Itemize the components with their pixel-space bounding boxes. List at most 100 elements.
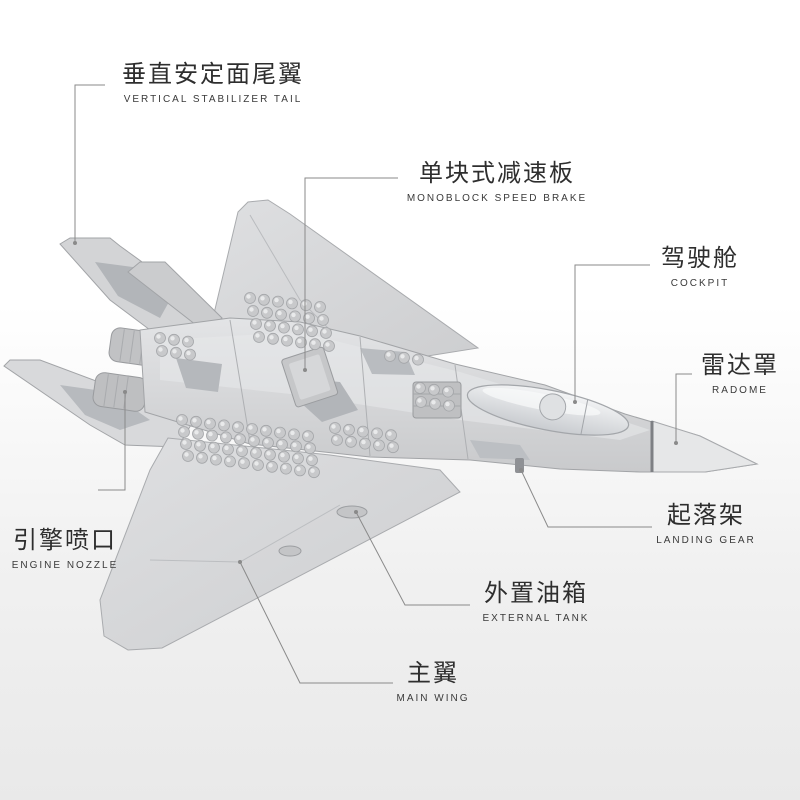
stud-highlight bbox=[431, 400, 436, 405]
stud-highlight bbox=[389, 443, 394, 448]
stud-highlight bbox=[182, 440, 187, 445]
callout-label-zh: 外置油箱 bbox=[484, 579, 588, 607]
stud-highlight bbox=[226, 457, 231, 463]
stud-highlight bbox=[238, 447, 243, 452]
stud-highlight bbox=[304, 432, 309, 437]
stud-highlight bbox=[311, 340, 316, 345]
leader-line-speed-brake bbox=[304, 177, 398, 370]
callout-label-en: EXTERNAL TANK bbox=[482, 613, 590, 624]
callout-label-zh: 引擎喷口 bbox=[13, 526, 117, 554]
stud-highlight bbox=[212, 455, 217, 461]
callout-speed-brake: 单块式减速板 MONOBLOCK SPEED BRAKE bbox=[377, 159, 617, 206]
stud-highlight bbox=[158, 347, 163, 352]
stud-highlight bbox=[252, 320, 257, 325]
vertical-stabilizer-inner bbox=[127, 261, 223, 333]
panel-line bbox=[229, 319, 251, 443]
stud-highlight bbox=[400, 354, 405, 359]
stud-highlight bbox=[184, 337, 189, 343]
stud-highlight bbox=[306, 444, 311, 449]
callout-label-zh: 主翼 bbox=[407, 659, 459, 687]
stud-highlight bbox=[430, 386, 435, 391]
callout-label-zh: 垂直安定面尾翼 bbox=[122, 60, 304, 88]
stud-highlight bbox=[269, 335, 274, 340]
stud-highlight bbox=[220, 421, 225, 427]
stud-highlight bbox=[276, 428, 281, 434]
stud-highlight bbox=[249, 307, 254, 312]
stud-highlight bbox=[172, 349, 177, 354]
stud-highlight bbox=[196, 442, 201, 447]
stud-highlight bbox=[198, 454, 203, 459]
stud-highlight bbox=[308, 327, 313, 332]
callout-label-en: ENGINE NOZZLE bbox=[11, 560, 119, 571]
stud-highlight bbox=[280, 452, 285, 458]
engine-nozzle-lower bbox=[92, 372, 148, 412]
stud-highlight bbox=[361, 439, 366, 445]
stud-highlight bbox=[250, 437, 255, 442]
leader-dot bbox=[123, 390, 127, 394]
stud-highlight bbox=[416, 384, 421, 389]
stud-highlight bbox=[291, 312, 296, 318]
callout-label-en: COCKPIT bbox=[670, 278, 730, 289]
leader-line-cockpit bbox=[574, 264, 650, 402]
callout-label-en: MAIN WING bbox=[396, 693, 470, 704]
stud-highlight bbox=[222, 433, 227, 439]
leader-dot bbox=[303, 368, 307, 372]
stud-highlight bbox=[283, 336, 288, 342]
callout-label-en: VERTICAL STABILIZER TAIL bbox=[123, 94, 303, 105]
callout-label-en: LANDING GEAR bbox=[656, 535, 756, 546]
stud-highlight bbox=[290, 430, 295, 436]
stud-highlight bbox=[180, 428, 185, 433]
callout-label-zh: 单块式减速板 bbox=[419, 159, 575, 187]
speed-brake bbox=[281, 346, 339, 408]
stud-highlight bbox=[266, 451, 271, 456]
stud-highlight bbox=[445, 401, 450, 407]
leader-dot bbox=[573, 400, 577, 404]
stud-highlight bbox=[294, 325, 299, 331]
callout-engine-nozzle: 引擎喷口 ENGINE NOZZLE bbox=[0, 526, 130, 573]
stud-highlight bbox=[292, 442, 297, 448]
stud-highlight bbox=[274, 297, 279, 303]
stud-highlight bbox=[308, 456, 313, 461]
callout-label-en: MONOBLOCK SPEED BRAKE bbox=[406, 193, 588, 204]
stud-highlight bbox=[444, 387, 449, 393]
external-tank bbox=[336, 505, 368, 519]
stud-highlight bbox=[359, 427, 364, 433]
callout-label-zh: 起落架 bbox=[667, 501, 745, 529]
cockpit-canopy bbox=[466, 384, 630, 436]
stud-highlight bbox=[387, 431, 392, 436]
leader-line-engine-nozzle bbox=[98, 392, 126, 491]
stud-highlight bbox=[280, 323, 285, 329]
stud-highlight bbox=[268, 463, 273, 468]
stud-highlight bbox=[277, 310, 282, 316]
stud-highlight bbox=[319, 316, 324, 321]
leader-line-radome bbox=[675, 373, 692, 443]
leader-line-main-wing bbox=[239, 561, 393, 684]
stud-highlight bbox=[206, 419, 211, 425]
callout-label-en: RADOME bbox=[712, 385, 768, 396]
radome bbox=[651, 420, 759, 473]
stud-highlight bbox=[417, 398, 422, 403]
stud-highlight bbox=[186, 350, 191, 356]
vertical-stabilizer-camouflage bbox=[95, 262, 170, 318]
leader-line-vertical-stabilizer bbox=[74, 84, 105, 243]
stud-highlight bbox=[208, 431, 213, 437]
stud-highlight bbox=[246, 294, 251, 299]
stud-highlight bbox=[210, 443, 215, 449]
stud-highlight bbox=[264, 439, 269, 444]
callout-external-tank: 外置油箱 EXTERNAL TANK bbox=[436, 579, 636, 626]
leader-line-external-tank bbox=[355, 511, 470, 606]
leader-dot bbox=[519, 468, 523, 472]
stud-highlight bbox=[236, 435, 241, 440]
stud-highlight bbox=[310, 468, 315, 473]
stud-highlight bbox=[156, 334, 161, 339]
external-tank bbox=[278, 545, 302, 557]
stud-highlight bbox=[263, 309, 268, 314]
stud-highlight bbox=[345, 426, 350, 431]
stud-highlight bbox=[224, 445, 229, 451]
pilot-helmet bbox=[539, 393, 567, 421]
stud-highlight bbox=[255, 333, 260, 338]
stud-highlight bbox=[194, 430, 199, 435]
callout-cockpit: 驾驶舱 COCKPIT bbox=[620, 244, 780, 291]
